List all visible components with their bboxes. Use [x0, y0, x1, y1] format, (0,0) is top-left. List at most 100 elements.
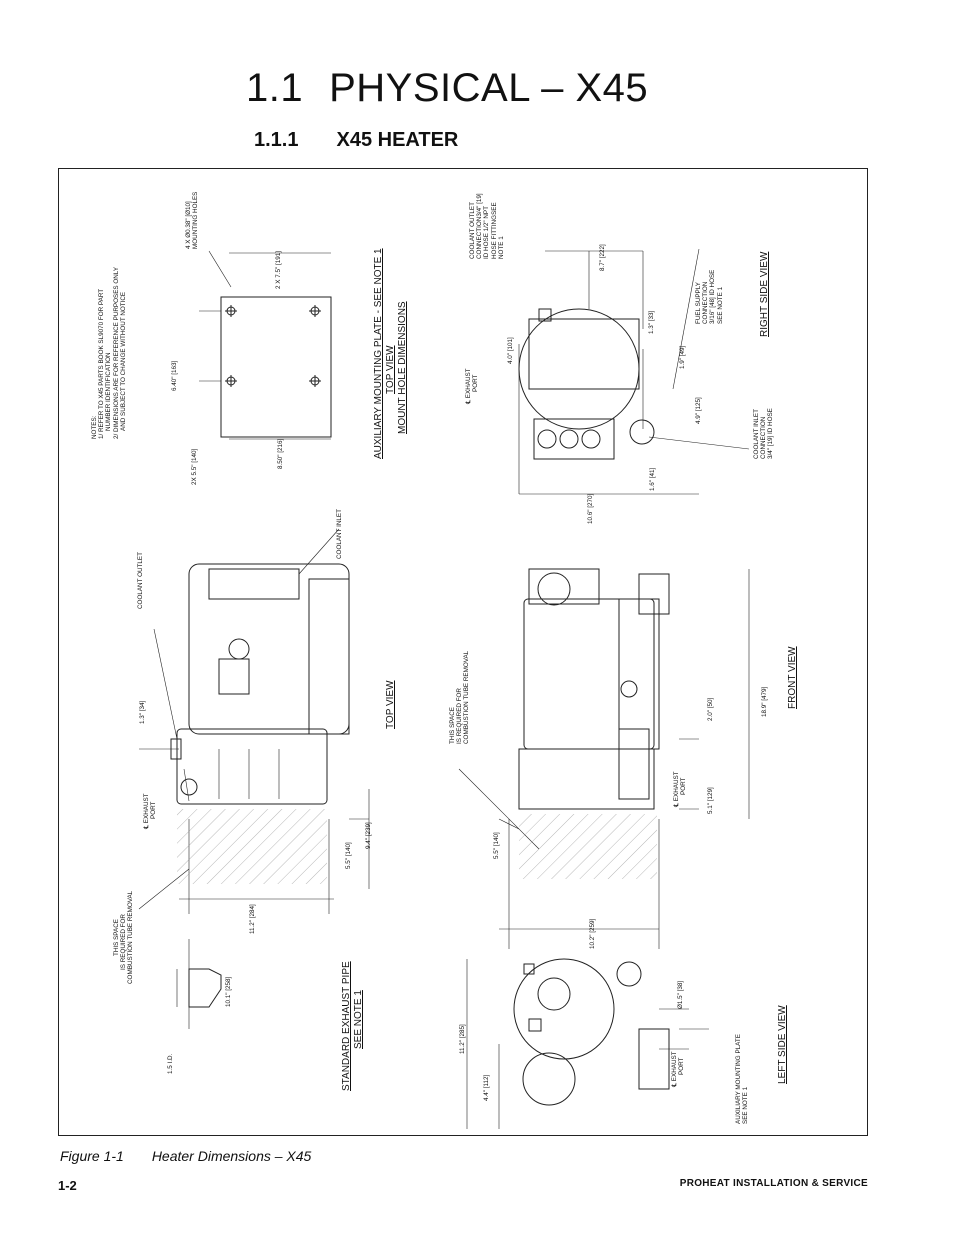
left-view-blower [513, 958, 615, 1060]
fv-exhaust-2: PORT [680, 777, 688, 795]
note-2b: AND SUBJECT TO CHANGE WITHOUT NOTICE [119, 291, 127, 431]
rsv-dim-8-7: 8.7" [222] [599, 244, 606, 271]
pipe-id-label: 1.5 I.D. [167, 1053, 174, 1074]
front-view-heater-body [523, 598, 655, 750]
rsv-dim-1-6: 1.6" [41] [649, 467, 656, 491]
subsection-title: X45 HEATER [336, 129, 459, 151]
rsv-exhaust-label: ℄ EXHAUST PORT [465, 368, 479, 404]
section-number: 1.1 [246, 66, 304, 110]
lsv-exhaust-2: PORT [678, 1057, 686, 1075]
rsv-dim-1-3: 1.3" [33] [648, 310, 655, 334]
pipe-title: STANDARD EXHAUST PIPE [341, 961, 352, 1091]
top-view-heater-body [188, 563, 350, 735]
rsv-ci-3: 3/4" [19] ID HOSE [767, 408, 775, 459]
front-view-title: FRONT VIEW [787, 646, 798, 709]
fv-dim-10-2: 10.2" [259] [589, 918, 596, 949]
coolant-outlet-label: COOLANT OUTLET [137, 552, 144, 609]
top-space-label: THIS SPACE IS REQUIRED FOR COMBUSTION TU… [113, 891, 135, 984]
rsv-dim-4-0: 4.0" [101] [507, 337, 514, 364]
figure-text: Heater Dimensions – X45 [151, 1148, 312, 1164]
subsection-number: 1.1.1 [254, 129, 299, 151]
mount-dim-8-50: 8.50" [216] [277, 438, 284, 469]
mount-dim-5-5: 2X 5.5" [140] [191, 448, 198, 485]
top-exhaust-1: ℄ EXHAUST [143, 793, 150, 829]
top-dim-5-5: 5.5" [140] [345, 842, 352, 869]
left-side-view-title: LEFT SIDE VIEW [777, 1005, 788, 1084]
front-space-label: THIS SPACE IS REQUIRED FOR COMBUSTION TU… [449, 651, 471, 744]
lsv-exhaust-1: ℄ EXHAUST [671, 1051, 678, 1087]
aux-mount-plate-label: AUXILIARY MOUNTING PLATE SEE NOTE 1 [735, 1034, 749, 1124]
fv-exhaust-label: ℄ EXHAUST PORT [673, 771, 687, 807]
top-view-hatch-zone [177, 809, 327, 884]
section-heading: 1.1 PHYSICAL – X45 [246, 66, 648, 111]
fv-dim-18-9: 18.9" [479] [761, 686, 768, 717]
lsv-dim-11-2: 11.2" [285] [459, 1024, 466, 1054]
top-exhaust-label: ℄ EXHAUST PORT [143, 793, 157, 829]
front-view-hatch-zone [519, 814, 657, 879]
mount-plate-top-view: TOP VIEW [385, 345, 396, 394]
fv-space-1: THIS SPACE [449, 707, 456, 744]
top-space-1: THIS SPACE [113, 919, 120, 956]
rsv-exhaust-1: ℄ EXHAUST [465, 368, 472, 404]
pipe-dim-10-1: 10.1" [258] [225, 976, 232, 1007]
notes-block: NOTES: 1/ REFER TO X45 PARTS BOOK SL9070… [91, 267, 127, 439]
notes-heading: NOTES: [91, 415, 98, 439]
mount-holes-text: MOUNTING HOLES [192, 191, 200, 249]
fuel-supply-label: FUEL SUPPLY CONNECTION 3/16" [48] ID HOS… [695, 270, 724, 324]
rsv-exhaust-2: PORT [472, 374, 480, 392]
pipe-see-note: SEE NOTE 1 [353, 990, 364, 1049]
page-number: 1-2 [58, 1178, 77, 1193]
note-1a: 1/ REFER TO X45 PARTS BOOK SL9070 FOR PA… [98, 288, 106, 439]
lsv-am-1: AUXILIARY MOUNTING PLATE [735, 1034, 742, 1124]
mount-holes-label: 4 X Ø0.38" [Ø10] MOUNTING HOLES [185, 192, 199, 249]
fv-space-3: COMBUSTION TUBE REMOVAL [463, 650, 471, 744]
top-space-2: IS REQUIRED FOR [120, 914, 128, 970]
figure-label: Figure 1-1 [60, 1148, 124, 1164]
rsv-ci-2: CONNECTION [760, 416, 768, 459]
lsv-exhaust-label: ℄ EXHAUST PORT [671, 1051, 685, 1087]
right-view-blower [518, 308, 640, 430]
rsv-co-3: ID HOSE 1/2" NPT [483, 206, 491, 259]
section-title: PHYSICAL – X45 [329, 66, 649, 110]
rsv-dim-10-6: 10.6" [270] [587, 493, 594, 524]
rsv-co-4: HOSE FITTINGSEE [490, 202, 498, 259]
lsv-dim-4-4: 4.4" [112] [483, 1074, 490, 1101]
mount-holes-size: 4 X Ø0.38" [Ø10] [185, 201, 192, 249]
top-dim-11-2: 11.2" [284] [249, 904, 256, 934]
mount-plate-title: AUXILIARY MOUNTING PLATE - SEE NOTE 1 [373, 248, 384, 459]
rsv-fs-1: FUEL SUPPLY [695, 282, 702, 324]
fv-space-2: IS REQUIRED FOR [456, 688, 464, 744]
fv-exhaust-1: ℄ EXHAUST [673, 771, 680, 807]
note-2a: 2/ DIMENSIONS ARE FOR REFERENCE PURPOSES… [112, 266, 120, 439]
coolant-inlet-label: COOLANT INLET [336, 509, 343, 559]
mount-dim-7-5: 2 X 7.5" [191] [275, 251, 282, 289]
fv-dim-5-1: 5.1" [129] [707, 787, 714, 814]
rsv-co-1: COOLANT OUTLET [469, 202, 476, 259]
rsv-dim-1-9: 1.9" [49] [679, 345, 686, 369]
top-dim-9-4: 9.4" [239] [365, 822, 372, 849]
top-exhaust-2: PORT [150, 801, 158, 819]
rsv-co-2: CONNECTION3/4" [19] [476, 193, 484, 259]
rsv-fs-3: 3/16" [48] ID HOSE [709, 269, 717, 324]
top-space-3: COMBUSTION TUBE REMOVAL [127, 890, 135, 984]
drawing-frame: NOTES: 1/ REFER TO X45 PARTS BOOK SL9070… [58, 168, 868, 1136]
fv-dim-2-0: 2.0" [50] [707, 697, 714, 721]
exhaust-pipe-shape [188, 968, 222, 1008]
lsv-dim-dia-1-5: Ø1.5" [38] [677, 980, 684, 1009]
mount-dim-6-40: 6.40" [163] [171, 360, 178, 391]
lsv-am-2: SEE NOTE 1 [742, 1086, 750, 1124]
rsv-fs-2: CONNECTION [702, 281, 710, 324]
rsv-co-5: NOTE 1 [497, 236, 505, 259]
top-view-title: TOP VIEW [385, 680, 396, 729]
right-side-view-title: RIGHT SIDE VIEW [759, 251, 770, 337]
footer-text: PROHEAT INSTALLATION & SERVICE [679, 1178, 868, 1189]
top-dim-1-3: 1.3" [34] [139, 700, 146, 724]
rsv-dim-4-9: 4.9" [125] [695, 397, 702, 424]
coolant-outlet-connection: COOLANT OUTLET CONNECTION3/4" [19] ID HO… [469, 193, 505, 259]
coolant-inlet-connection: COOLANT INLET CONNECTION 3/4" [19] ID HO… [753, 408, 775, 459]
note-1b: NUMBER IDENTIFICATION [105, 352, 113, 431]
fv-dim-5-5: 5.5" [140] [493, 832, 500, 859]
subsection-heading: 1.1.1 X45 HEATER [254, 129, 458, 152]
technical-drawing [138, 248, 750, 1129]
figure-caption: Figure 1-1 Heater Dimensions – X45 [60, 1148, 311, 1164]
